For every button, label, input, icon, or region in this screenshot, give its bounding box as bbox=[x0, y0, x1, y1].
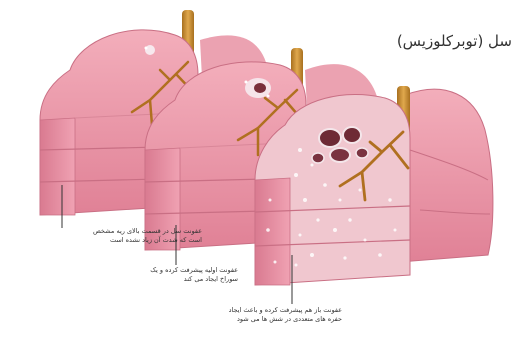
caption-stage-1: عفونت سل در قسمت بالای ریه مشخص است که ش… bbox=[90, 227, 202, 245]
caption-stage-3: عفونت باز هم پیشرفت کرده و باعث ایجاد حف… bbox=[220, 306, 342, 324]
lung-1-cut-face bbox=[40, 118, 75, 215]
lung-2-cavity bbox=[254, 83, 266, 93]
caption-stage-2: عفونت اولیه پیشرفت کرده و یک سوراخ ایجاد… bbox=[138, 266, 238, 284]
lung-3-cut-face bbox=[255, 178, 290, 285]
lung-1-lesion bbox=[145, 45, 155, 55]
diagram-title: سل (توبرکلوزیس) bbox=[330, 32, 512, 50]
